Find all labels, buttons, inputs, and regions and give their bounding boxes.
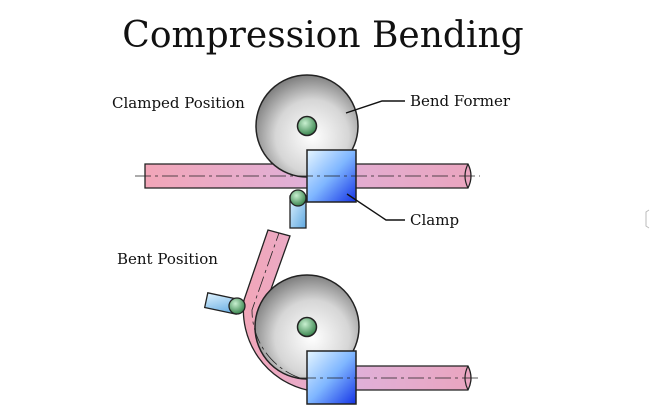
bent-assembly [203, 229, 480, 405]
bent-center-arc [251, 232, 301, 379]
label-clamped-position: Clamped Position [112, 94, 245, 112]
leader-clamp [346, 193, 405, 221]
clamped-stop-pivot [289, 189, 307, 207]
clamped-former-pivot [296, 115, 318, 137]
diagram-title: Compression Bending [122, 15, 523, 56]
clamped-assembly [135, 74, 480, 229]
label-bend-former: Bend Former [410, 92, 511, 110]
leader-bend-former [345, 100, 405, 114]
bent-stop-pivot [228, 297, 246, 315]
right-edge-mark [645, 209, 650, 229]
label-clamp: Clamp [410, 211, 459, 229]
bent-former-pivot [296, 316, 318, 338]
bent-clamp-block [306, 350, 357, 405]
label-bent-position: Bent Position [117, 250, 218, 268]
